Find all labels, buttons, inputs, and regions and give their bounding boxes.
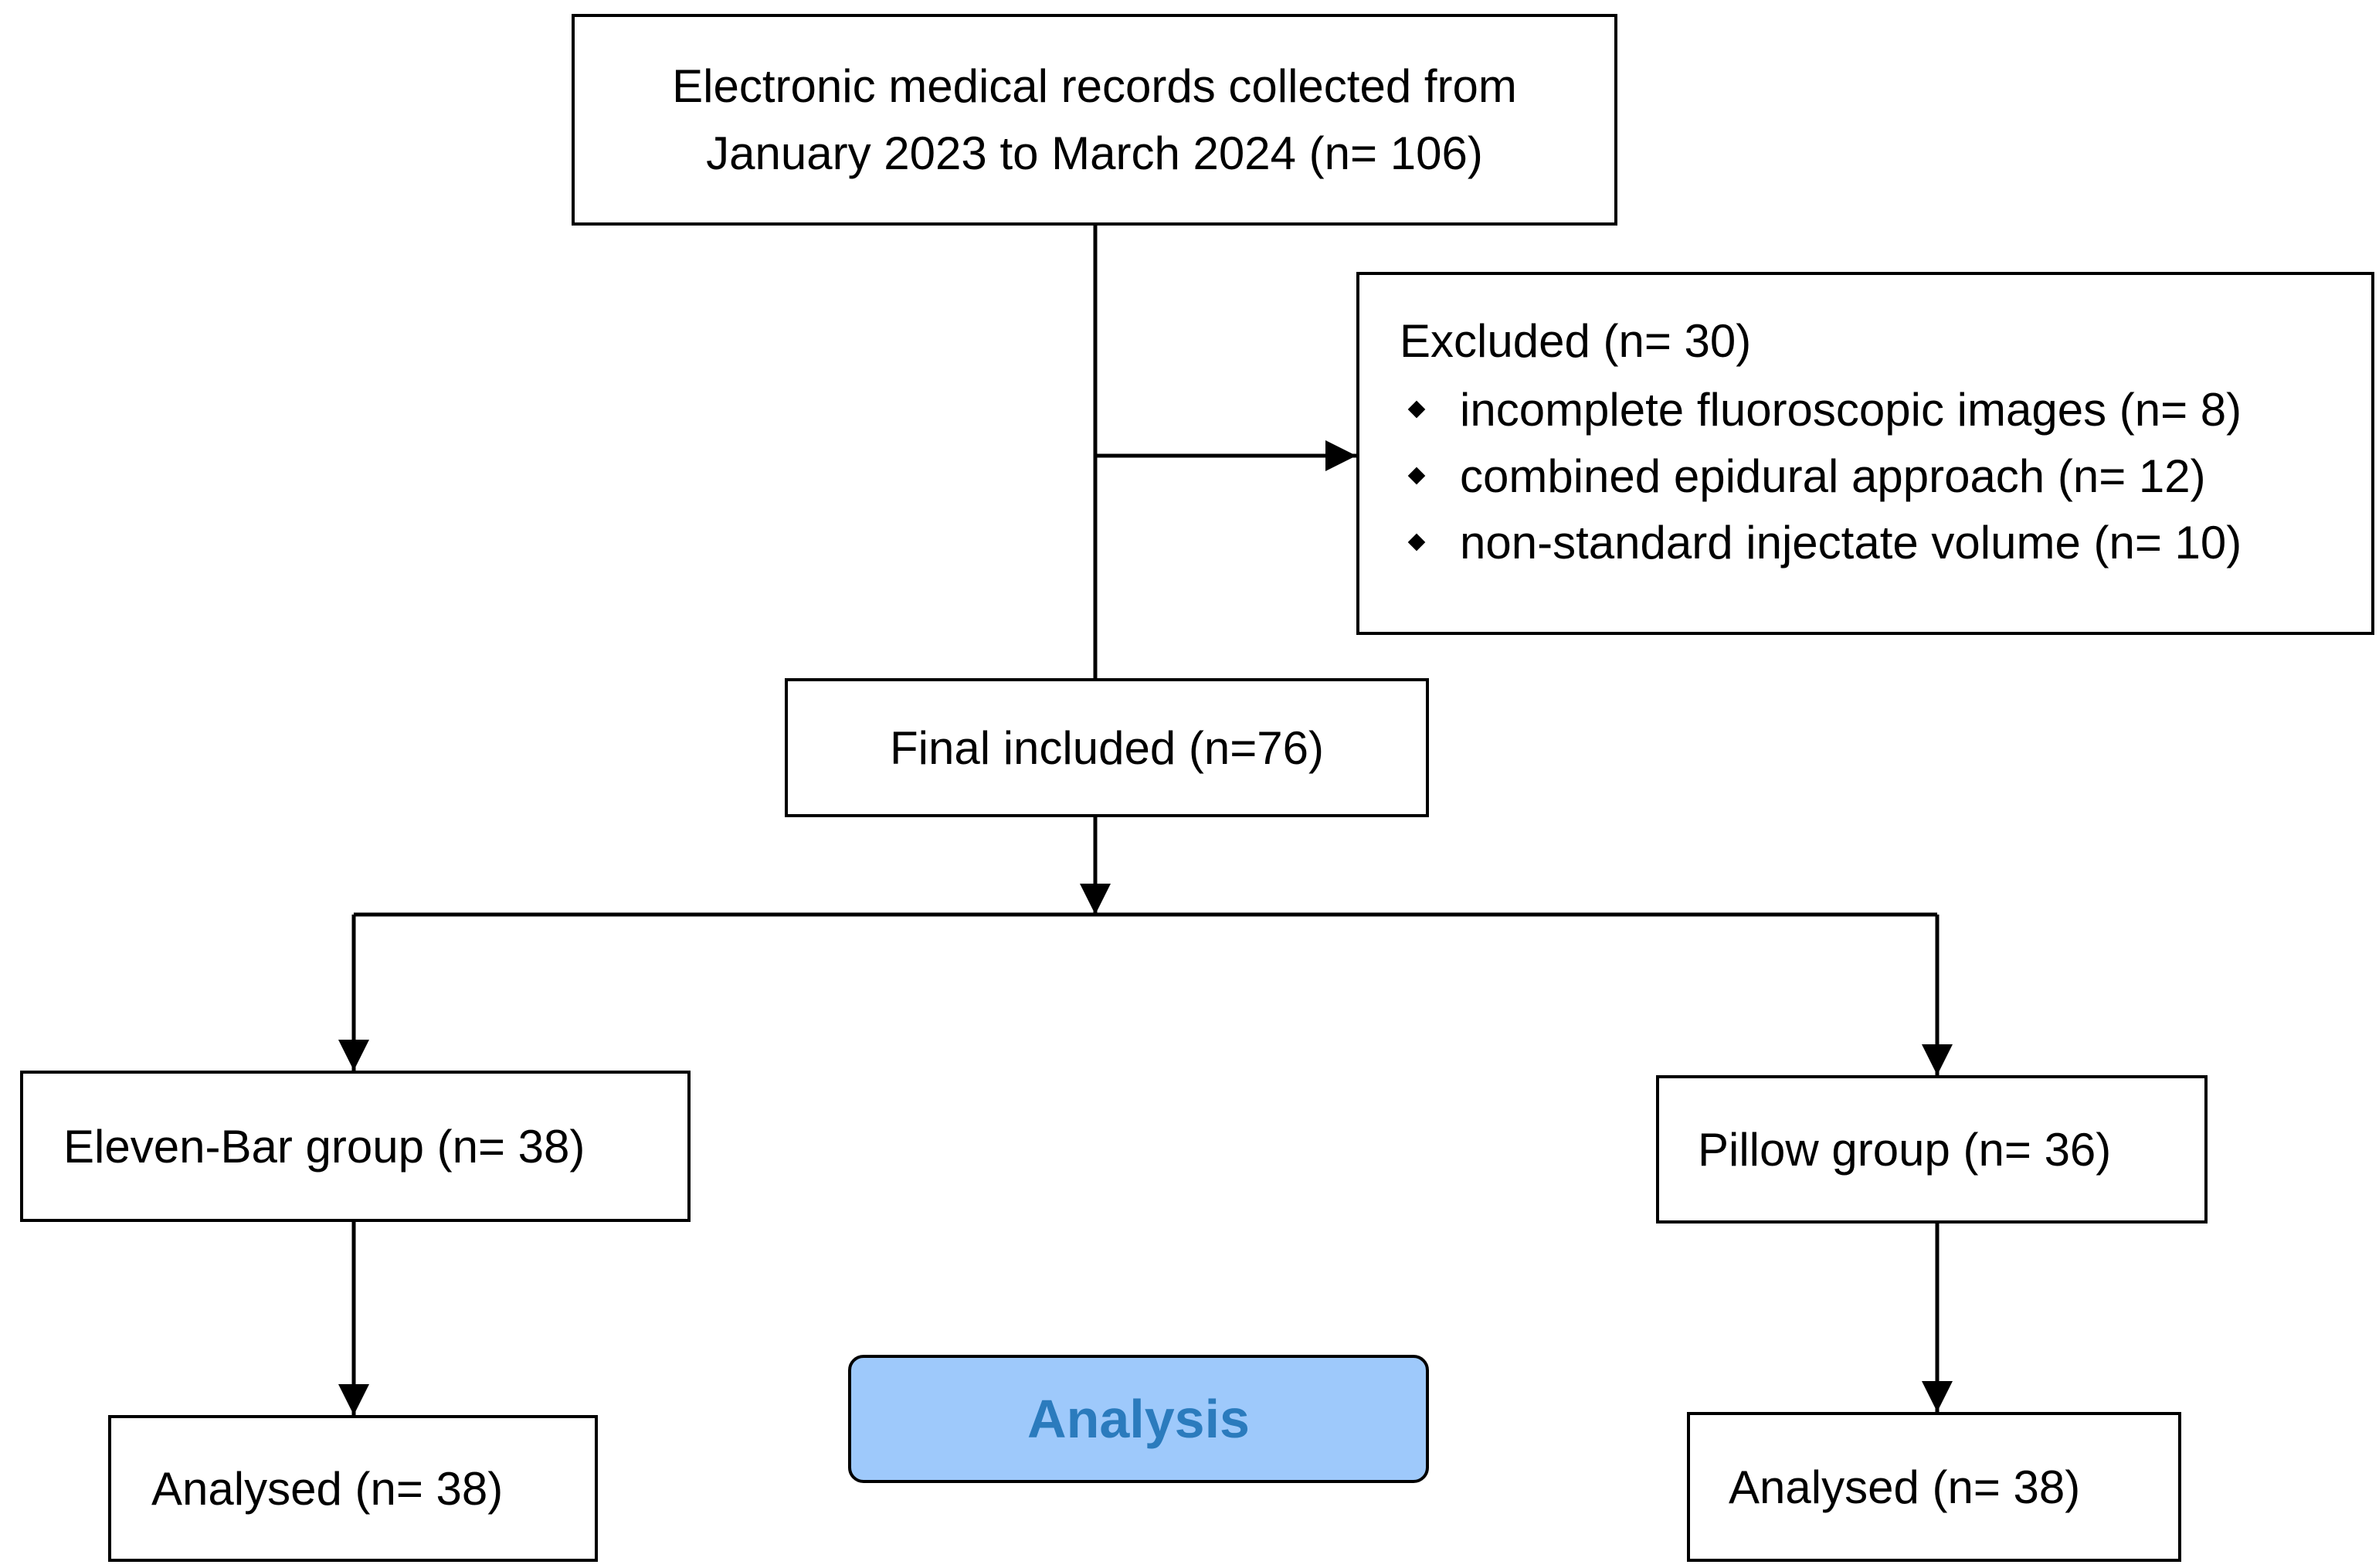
excluded-item-label: combined epidural approach (n= 12) [1460, 450, 2206, 502]
final-included-label: Final included (n=76) [889, 721, 1324, 774]
excluded-item-label: incomplete fluoroscopic images (n= 8) [1460, 383, 2242, 436]
excluded-title: Excluded (n= 30) [1400, 315, 1752, 367]
eleven-bar-group-label: Eleven-Bar group (n= 38) [63, 1120, 585, 1173]
records-line-1: Electronic medical records collected fro… [672, 60, 1517, 112]
pillow-group-label: Pillow group (n= 36) [1698, 1123, 2112, 1176]
diamond-bullet-icon [1407, 533, 1426, 552]
excluded-list: incomplete fluoroscopic images (n= 8) co… [1400, 376, 2371, 575]
analysed-right-label: Analysed (n= 38) [1729, 1461, 2081, 1513]
excluded-item: combined epidural approach (n= 12) [1400, 443, 2371, 509]
excluded-item-label: non-standard injectate volume (n= 10) [1460, 516, 2242, 568]
analysed-right-box: Analysed (n= 38) [1687, 1412, 2181, 1562]
diamond-bullet-icon [1407, 467, 1426, 485]
final-included-box: Final included (n=76) [785, 678, 1429, 817]
analysis-button-label: Analysis [1027, 1389, 1250, 1449]
analysis-button[interactable]: Analysis [848, 1355, 1429, 1483]
records-collected-box: Electronic medical records collected fro… [572, 14, 1617, 226]
excluded-box: Excluded (n= 30) incomplete fluoroscopic… [1356, 272, 2374, 635]
pillow-group-box: Pillow group (n= 36) [1656, 1075, 2208, 1224]
analysed-left-label: Analysed (n= 38) [151, 1462, 504, 1515]
excluded-item: incomplete fluoroscopic images (n= 8) [1400, 376, 2371, 443]
excluded-item: non-standard injectate volume (n= 10) [1400, 509, 2371, 575]
diamond-bullet-icon [1407, 400, 1426, 419]
records-line-2: January 2023 to March 2024 (n= 106) [706, 127, 1483, 179]
analysed-left-box: Analysed (n= 38) [108, 1415, 598, 1562]
eleven-bar-group-box: Eleven-Bar group (n= 38) [20, 1071, 691, 1222]
